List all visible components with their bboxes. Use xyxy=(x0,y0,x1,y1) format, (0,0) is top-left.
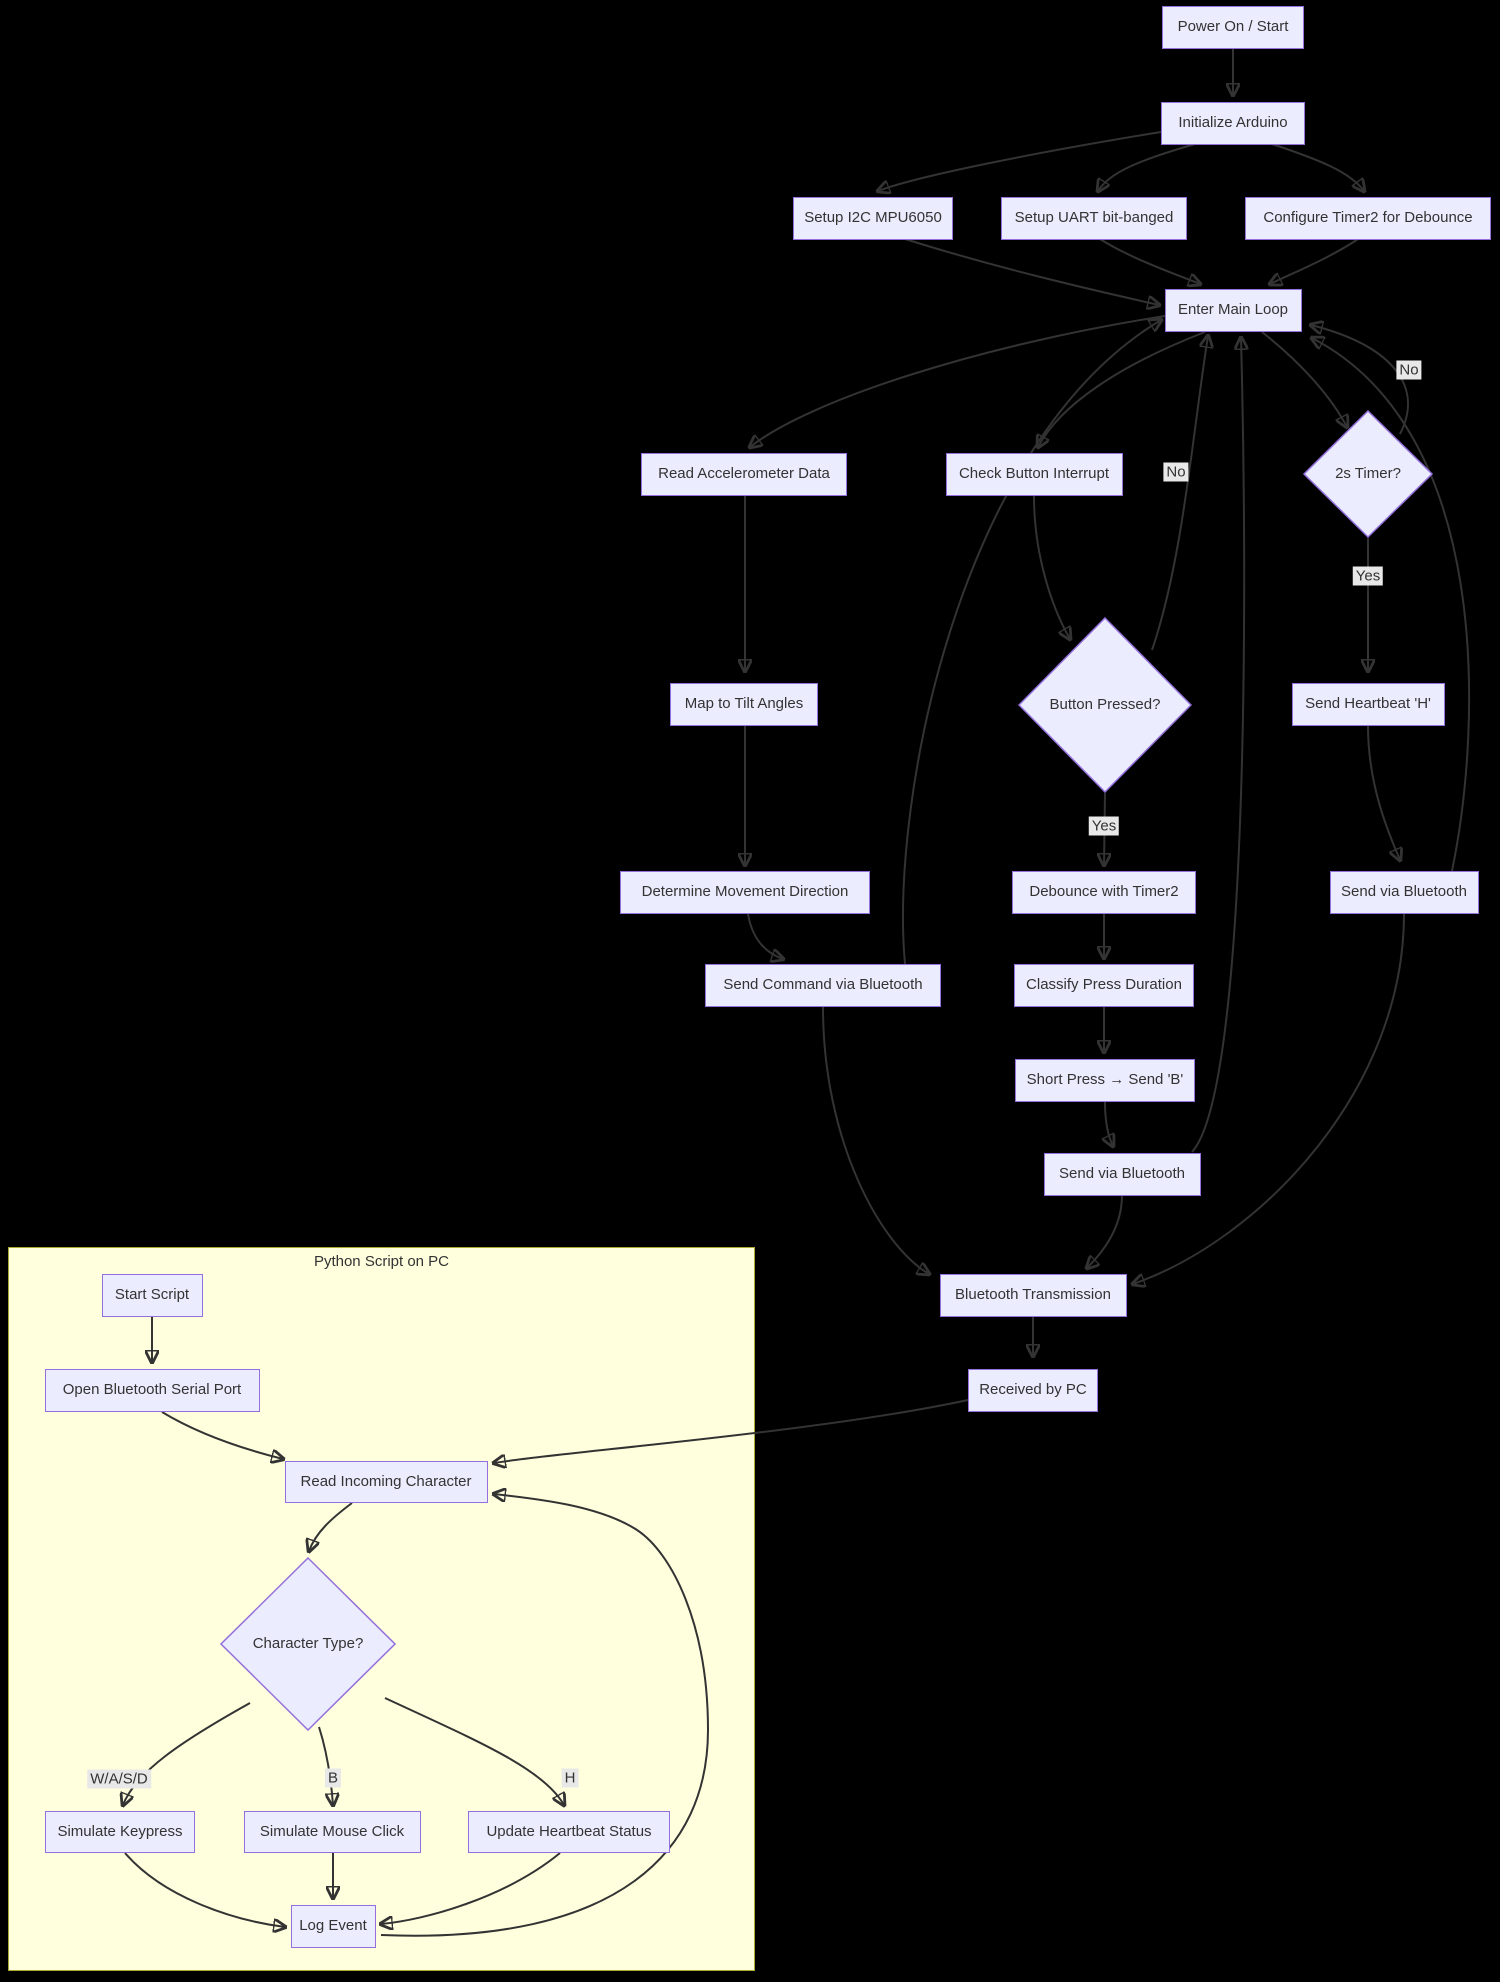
node-send-bt-mid: Send via Bluetooth xyxy=(1043,1152,1201,1196)
node-bt-transmission: Bluetooth Transmission xyxy=(939,1273,1127,1317)
edge-button-pressed-no-to-enter-main-loop xyxy=(1151,336,1208,651)
edge-setup-uart-to-enter-main-loop xyxy=(1099,238,1200,284)
edge-update-heartbeat-to-log-event xyxy=(381,1852,561,1924)
node-check-button: Check Button Interrupt xyxy=(945,452,1123,496)
edge-init-arduino-to-setup-uart xyxy=(1098,143,1196,191)
node-open-bt-serial: Open Bluetooth Serial Port xyxy=(44,1368,260,1412)
edge-send-command-bt-to-bt-transmission xyxy=(822,1006,929,1274)
node-send-heartbeat: Send Heartbeat 'H' xyxy=(1291,682,1445,726)
edge-char-type-h-to-update-heartbeat xyxy=(384,1697,564,1805)
node-received-pc: Received by PC xyxy=(968,1368,1098,1412)
edge-short-press-to-send-bt-mid xyxy=(1105,1101,1113,1146)
edge-char-type-wasd-to-simulate-keypress xyxy=(123,1702,251,1805)
edge-determine-direction-to-send-command-bt xyxy=(747,913,783,959)
edge-init-arduino-to-config-timer2 xyxy=(1271,143,1364,191)
edge-log-event-to-read-incoming xyxy=(380,1494,710,1937)
edge-config-timer2-to-enter-main-loop xyxy=(1270,238,1359,284)
edge-label: H xyxy=(561,1768,579,1788)
node-update-heartbeat: Update Heartbeat Status xyxy=(468,1811,670,1853)
node-timer-2s: 2s Timer? xyxy=(1303,410,1433,538)
edge-char-type-b-to-simulate-mouse xyxy=(318,1726,333,1805)
edge-label: No xyxy=(1396,360,1422,380)
edge-label: Yes xyxy=(1352,566,1384,586)
node-char-type: Character Type? xyxy=(220,1557,396,1731)
node-start-script: Start Script xyxy=(101,1273,203,1317)
node-button-pressed: Button Pressed? xyxy=(1018,617,1192,793)
node-map-tilt: Map to Tilt Angles xyxy=(670,682,818,726)
node-setup-uart: Setup UART bit-banged xyxy=(1001,196,1187,240)
edge-enter-main-loop-to-timer-2s xyxy=(1261,331,1347,427)
edge-check-button-to-button-pressed xyxy=(1033,495,1070,639)
edge-init-arduino-to-setup-i2c xyxy=(878,131,1162,191)
edge-send-bt-mid-to-enter-main-loop xyxy=(1191,338,1244,1153)
node-config-timer2: Configure Timer2 for Debounce xyxy=(1245,196,1491,240)
edge-simulate-keypress-to-log-event xyxy=(124,1852,285,1927)
edge-enter-main-loop-to-read-accel xyxy=(750,315,1166,447)
node-read-accel: Read Accelerometer Data xyxy=(641,452,847,496)
node-power-on: Power On / Start xyxy=(1162,5,1304,49)
node-send-command-bt: Send Command via Bluetooth xyxy=(705,963,941,1007)
node-debounce-timer2: Debounce with Timer2 xyxy=(1012,870,1196,914)
node-log-event: Log Event xyxy=(290,1904,376,1948)
node-label: Character Type? xyxy=(252,1635,364,1653)
node-determine-direction: Determine Movement Direction xyxy=(620,870,870,914)
diamond-shape xyxy=(1303,410,1433,538)
subgraph-title: Python Script on PC xyxy=(313,1253,450,1270)
edge-send-heartbeat-to-send-bt-right xyxy=(1367,725,1400,860)
diamond-shape xyxy=(1018,617,1192,793)
node-read-incoming: Read Incoming Character xyxy=(284,1461,488,1503)
node-simulate-mouse: Simulate Mouse Click xyxy=(243,1811,421,1853)
edge-send-command-bt-to-enter-main-loop xyxy=(902,320,1161,965)
edge-send-bt-right-to-bt-transmission xyxy=(1133,913,1405,1284)
edge-label: Yes xyxy=(1088,816,1120,836)
edge-timer-2s-no-to-enter-main-loop xyxy=(1311,325,1409,435)
node-send-bt-right: Send via Bluetooth xyxy=(1329,870,1479,914)
edge-label: B xyxy=(324,1768,342,1788)
node-setup-i2c: Setup I2C MPU6050 xyxy=(793,196,953,240)
node-init-arduino: Initialize Arduino xyxy=(1161,101,1305,145)
node-short-press: Short Press → Send 'B' xyxy=(1015,1058,1195,1102)
edge-setup-i2c-to-enter-main-loop xyxy=(904,238,1159,305)
edge-enter-main-loop-to-check-button xyxy=(1038,331,1206,447)
node-classify-press: Classify Press Duration xyxy=(1014,963,1194,1007)
edge-received-pc-to-read-incoming xyxy=(494,1399,969,1463)
edge-send-bt-right-to-enter-main-loop xyxy=(1312,338,1471,872)
edge-label: No xyxy=(1163,462,1189,482)
node-simulate-keypress: Simulate Keypress xyxy=(45,1811,195,1853)
node-label: Button Pressed? xyxy=(1049,696,1161,714)
edge-send-bt-mid-to-bt-transmission xyxy=(1087,1194,1123,1268)
edge-label: W/A/S/D xyxy=(87,1769,151,1789)
node-enter-main-loop: Enter Main Loop xyxy=(1164,288,1302,332)
diamond-shape xyxy=(220,1557,396,1731)
edge-open-bt-serial-to-read-incoming xyxy=(161,1411,283,1459)
node-label: 2s Timer? xyxy=(1335,465,1401,483)
edge-read-incoming-to-char-type xyxy=(309,1502,353,1551)
